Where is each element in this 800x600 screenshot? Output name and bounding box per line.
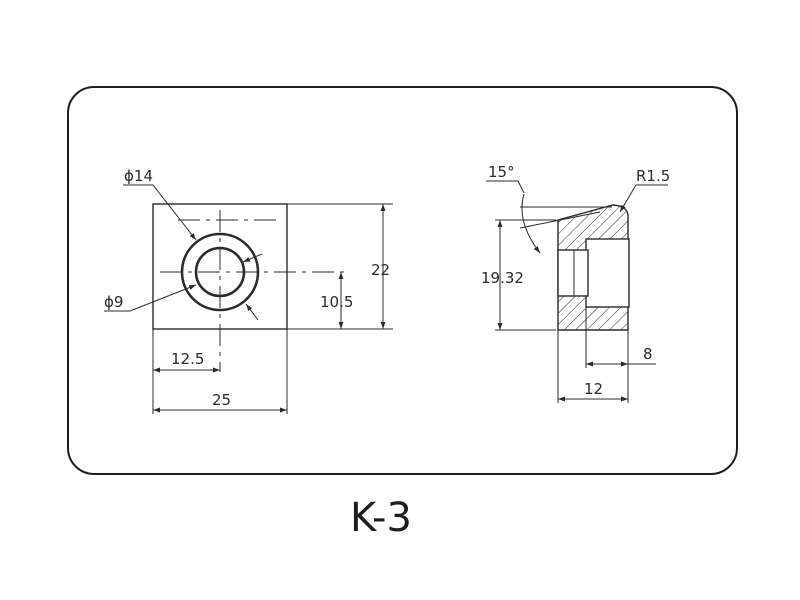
radius-leader xyxy=(619,184,668,213)
phi9-leader xyxy=(104,284,197,312)
outer-diameter-label: ϕ14 xyxy=(124,167,153,185)
thickness-label: 12 xyxy=(584,380,603,398)
drawing-title: K-3 xyxy=(350,495,412,541)
phi9-leader-end xyxy=(242,253,263,263)
angle-label: 15° xyxy=(488,163,515,181)
phi14-leader xyxy=(123,184,197,241)
phi14-leader-end xyxy=(245,303,259,321)
radius-label: R1.5 xyxy=(636,167,670,185)
side-height-label: 19.32 xyxy=(481,269,524,287)
inner-diameter-label: ϕ9 xyxy=(104,293,123,311)
side-view: 15° R1.5 19.32 8 12 xyxy=(481,163,670,403)
height-label: 22 xyxy=(371,261,390,279)
angle-ref-slope xyxy=(519,211,601,229)
drawing-frame xyxy=(67,86,738,475)
through-hole xyxy=(557,249,589,297)
front-view: ϕ14 ϕ9 22 10.5 12.5 25 xyxy=(104,167,393,414)
counterbore-depth-label: 8 xyxy=(643,345,653,363)
counterbore xyxy=(585,238,630,308)
center-height-label: 10.5 xyxy=(320,293,353,311)
inner-hole-circle xyxy=(194,246,246,298)
angle-arc xyxy=(521,193,541,254)
outer-hole-circle xyxy=(180,232,260,312)
center-offset-label: 12.5 xyxy=(171,350,204,368)
angle-leader xyxy=(486,180,525,194)
width-label: 25 xyxy=(212,391,231,409)
